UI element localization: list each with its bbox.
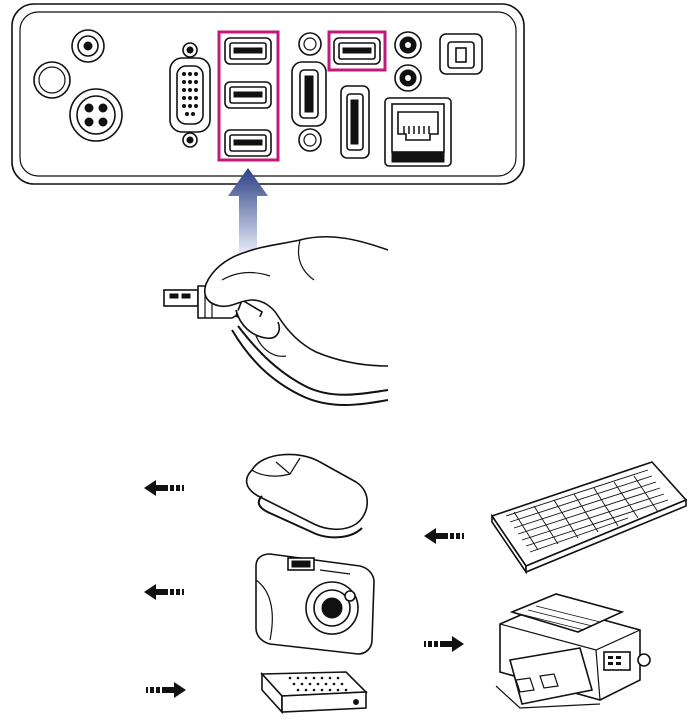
round-port-icon-top <box>298 32 322 56</box>
round-port-icon <box>33 61 71 99</box>
audio-jack-top-icon <box>394 31 422 59</box>
rear-io-panel <box>11 3 525 185</box>
direction-arrow-icon-mouse <box>144 480 184 496</box>
usb-port-left-top <box>224 37 272 65</box>
optical-port-icon <box>439 33 483 75</box>
camera-icon <box>255 553 375 655</box>
usb-highlight-box-right <box>327 30 387 72</box>
direction-arrow-icon-printer <box>424 636 464 652</box>
coax-connector-icon <box>71 29 105 63</box>
usb-port-stack-left <box>217 30 280 162</box>
keyboard-icon <box>490 461 688 575</box>
power-din-connector-icon <box>69 88 123 142</box>
direction-arrow-icon-drive <box>146 682 186 698</box>
direction-arrow-icon-keyboard <box>424 528 464 544</box>
mouse-icon <box>245 453 369 539</box>
esata-port-icon <box>340 85 370 159</box>
usb-highlight-box-left <box>217 30 280 162</box>
usb-port-left-middle <box>224 81 272 109</box>
audio-jack-bottom-icon <box>394 64 422 92</box>
usb-port-left-bottom <box>224 129 272 157</box>
hand-with-usb-plug-icon <box>163 235 389 406</box>
hdmi-port-icon <box>291 61 327 127</box>
direction-arrow-icon-camera <box>144 584 184 600</box>
ethernet-port-icon <box>384 97 452 167</box>
vga-port-icon <box>169 42 211 148</box>
external-drive-icon <box>260 671 368 715</box>
round-port-icon-bottom <box>298 128 322 152</box>
usb-port-right <box>327 30 387 72</box>
plug-in-arrow-icon <box>228 168 268 254</box>
printer-icon <box>495 593 651 709</box>
